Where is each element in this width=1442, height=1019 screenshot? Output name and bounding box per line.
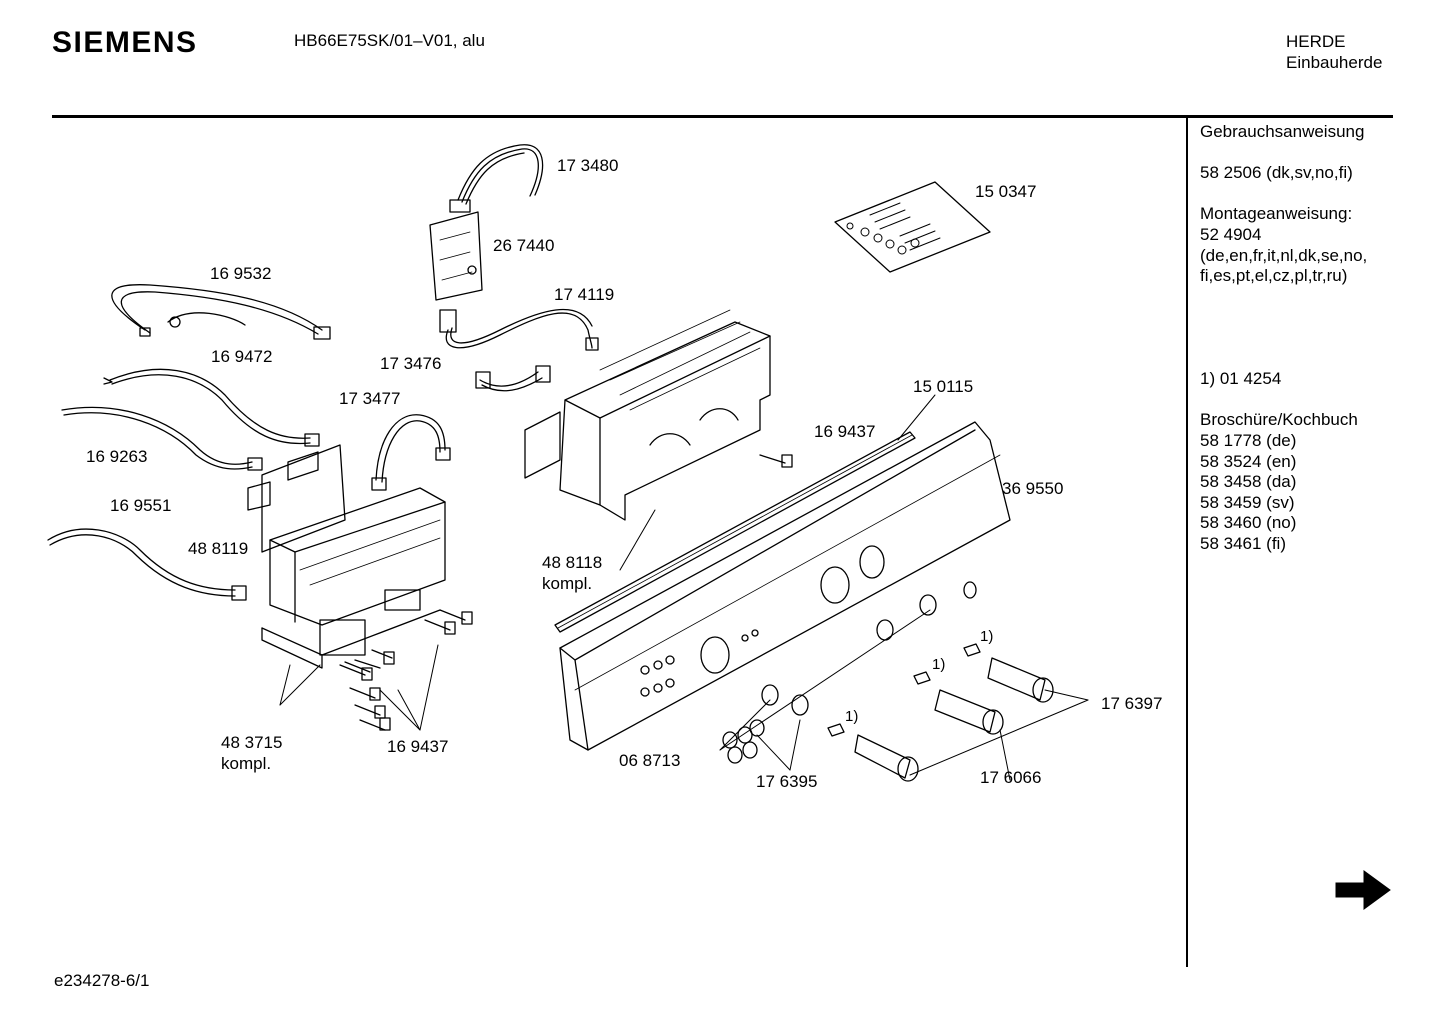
- sidebar-info: Gebrauchsanweisung 58 2506 (dk,sv,no,fi)…: [1200, 122, 1367, 554]
- sidebar-line: (de,en,fr,it,nl,dk,se,no,: [1200, 245, 1368, 265]
- sidebar-line: [1200, 349, 1367, 370]
- cable-169472: [103, 368, 320, 447]
- cable-169551: [47, 528, 247, 601]
- part-label: 26 7440: [493, 236, 555, 255]
- part-label: 16 9437: [814, 422, 876, 441]
- sidebar-line: 58 3458 (da): [1200, 472, 1297, 492]
- part-label: 17 3480: [557, 156, 619, 175]
- header-rule: [52, 115, 1393, 118]
- sidebar-line: 58 3459 (sv): [1200, 492, 1295, 512]
- sidebar-line: 58 3524 (en): [1200, 451, 1297, 471]
- part-label: 17 3477: [339, 389, 401, 408]
- sidebar-line: [1200, 328, 1367, 349]
- footnote-marker: 1): [845, 708, 859, 725]
- cable-173477: [371, 414, 451, 491]
- part-label: 48 3715: [221, 733, 283, 752]
- board-488119: [247, 444, 346, 553]
- part-label: 15 0115: [913, 377, 974, 396]
- sidebar-line: 1) 01 4254: [1200, 369, 1282, 389]
- cable-173476: [475, 365, 551, 392]
- part-label: 17 6066: [980, 768, 1042, 787]
- housing-488118: [524, 309, 771, 521]
- category-line-2: Einbauherde: [1286, 53, 1383, 72]
- right-arrow-icon[interactable]: [1334, 868, 1392, 912]
- sidebar-line: 52 4904: [1200, 224, 1262, 244]
- sidebar-line: 58 3460 (no): [1200, 513, 1297, 533]
- footnote-marker: 1): [980, 628, 994, 645]
- sidebar-line: fi,es,pt,el,cz,pl,tr,ru): [1200, 266, 1348, 286]
- panel-369550: [559, 421, 1011, 751]
- part-label: 16 9472: [211, 347, 273, 366]
- part-label: 17 4119: [554, 285, 615, 304]
- category-line-1: HERDE: [1286, 32, 1346, 51]
- sidebar-line: Broschüre/Kochbuch: [1200, 410, 1358, 430]
- part-label: 48 8119: [188, 539, 249, 558]
- part-label: 16 9437: [387, 737, 449, 756]
- knobs: [827, 643, 1054, 782]
- sidebar-line: 58 3461 (fi): [1200, 533, 1286, 553]
- model-number: HB66E75SK/01–V01, alu: [294, 31, 485, 50]
- part-label: 06 8713: [619, 751, 681, 770]
- leader-lines: [279, 394, 1089, 781]
- sidebar-line: [1200, 143, 1367, 164]
- sidebar-line: [1200, 184, 1367, 205]
- part-label: 48 8118: [542, 553, 603, 572]
- sidebar-line: [1200, 390, 1367, 411]
- sidebar-line: [1200, 307, 1367, 328]
- screw-bag-150347: [834, 181, 991, 273]
- part-label: 17 6395: [756, 772, 818, 791]
- exploded-parts-drawing: [47, 144, 1089, 782]
- strip-150115: [554, 431, 916, 633]
- document-id: e234278-6/1: [54, 971, 150, 990]
- sidebar-line: Montageanweisung:: [1200, 204, 1353, 224]
- cable-174119: [439, 308, 599, 351]
- footnote-marker: 1): [932, 656, 946, 673]
- board-267440: [429, 211, 483, 301]
- cable-169532: [111, 284, 331, 340]
- part-label: 17 6397: [1101, 694, 1163, 713]
- pins-169437: [339, 454, 793, 731]
- module-483715: [261, 487, 446, 669]
- sidebar-line: 58 2506 (dk,sv,no,fi): [1200, 163, 1353, 183]
- part-label: 16 9551: [110, 496, 172, 515]
- cable-173480: [449, 144, 544, 213]
- sidebar-line: 58 1778 (de): [1200, 430, 1297, 450]
- part-label: 15 0347: [975, 182, 1037, 201]
- part-label: 16 9532: [210, 264, 272, 283]
- part-label: 16 9263: [86, 447, 148, 466]
- part-label: 17 3476: [380, 354, 442, 373]
- category: HERDE Einbauherde: [1286, 31, 1382, 73]
- sidebar-divider: [1186, 117, 1188, 967]
- part-label: kompl.: [542, 574, 593, 593]
- rings: [722, 581, 977, 764]
- brand-logo: SIEMENS: [52, 26, 198, 59]
- sidebar-line: Gebrauchsanweisung: [1200, 122, 1365, 141]
- cable-169263: [61, 406, 263, 471]
- sidebar-line: [1200, 287, 1367, 308]
- part-label: 36 9550: [1002, 479, 1064, 498]
- part-label: kompl.: [221, 754, 272, 773]
